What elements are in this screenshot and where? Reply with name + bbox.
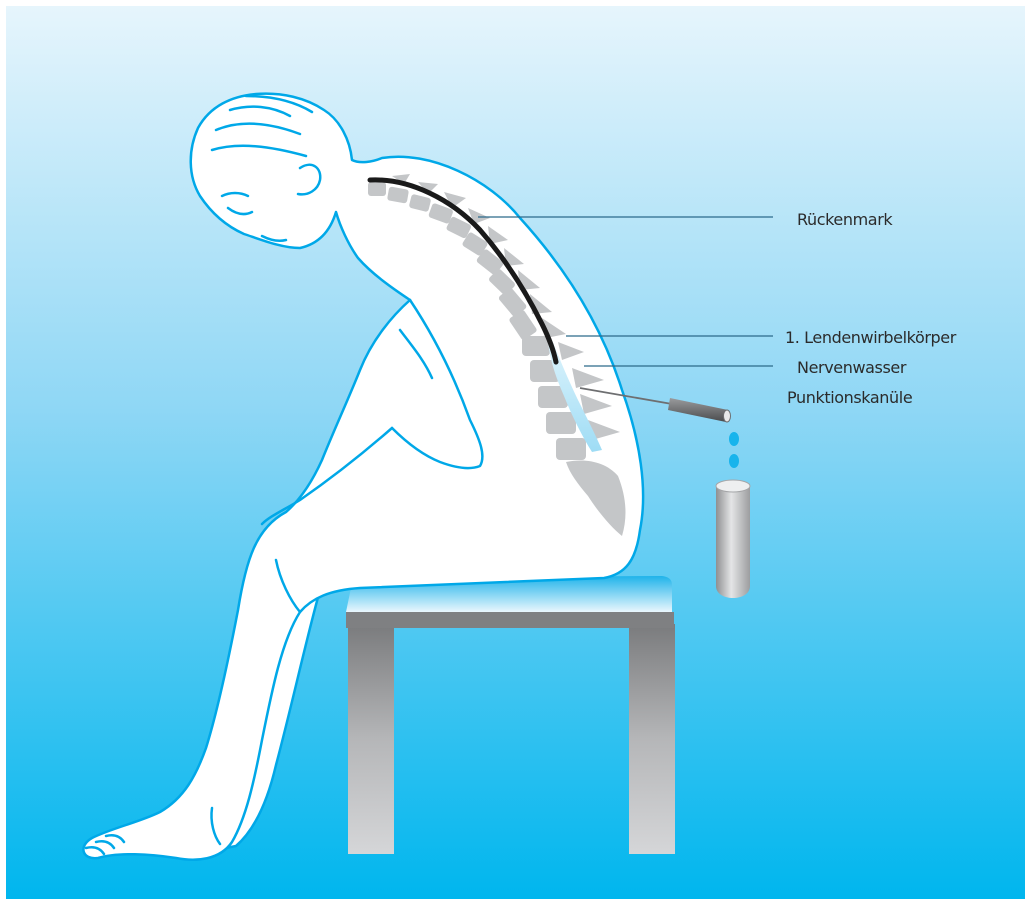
droplet-icon bbox=[729, 454, 739, 468]
vertebra bbox=[546, 412, 576, 434]
stool-leg-left bbox=[348, 624, 394, 854]
vertebra bbox=[522, 336, 550, 356]
vertebra bbox=[556, 438, 586, 460]
label-first-lumbar-vertebra: 1. Lendenwirbelkörper bbox=[785, 328, 956, 348]
stool-leg-right bbox=[629, 624, 675, 854]
stool-apron bbox=[346, 612, 674, 628]
droplet-icon bbox=[729, 432, 739, 446]
label-puncture-needle: Punktionskanüle bbox=[787, 388, 912, 408]
label-cerebrospinal-fluid: Nervenwasser bbox=[797, 358, 906, 378]
vertebra bbox=[368, 182, 386, 196]
test-tube-icon bbox=[716, 480, 750, 598]
label-spinal-cord: Rückenmark bbox=[797, 210, 892, 230]
